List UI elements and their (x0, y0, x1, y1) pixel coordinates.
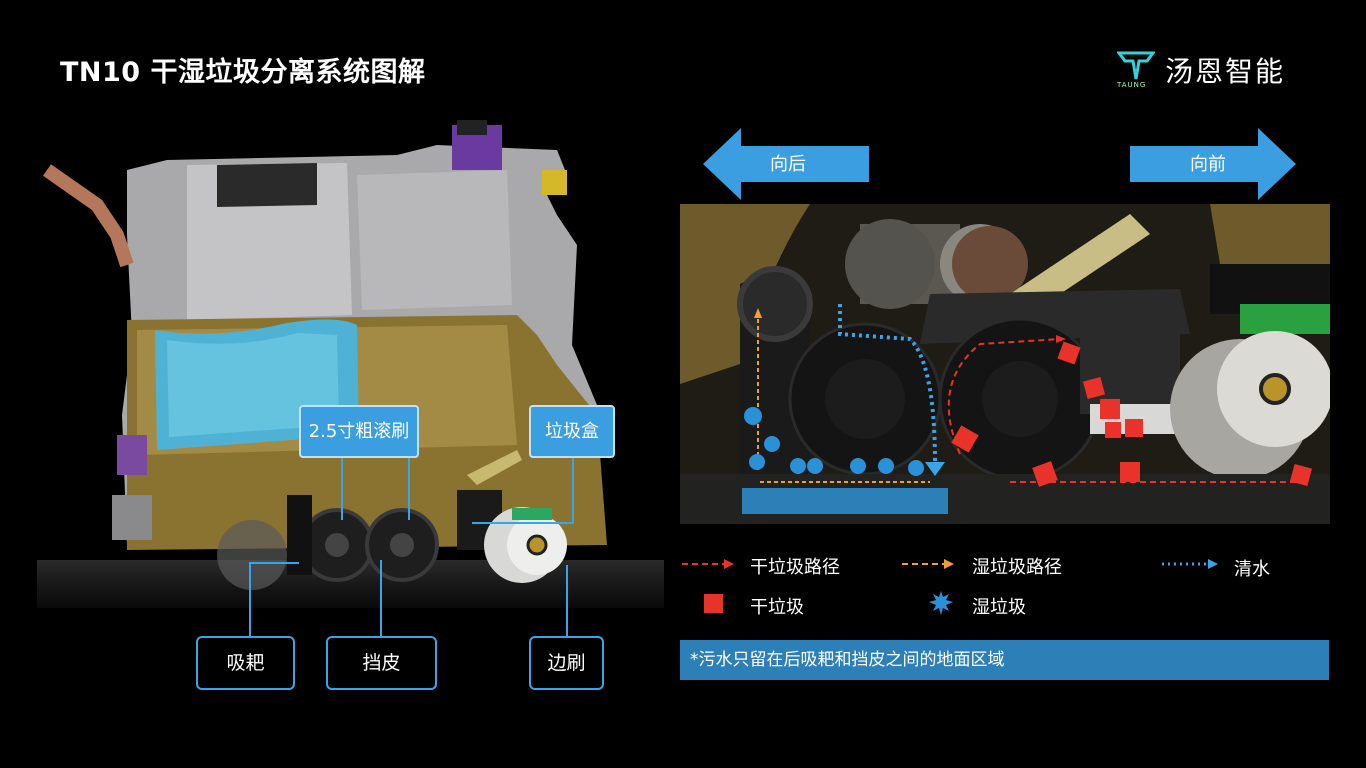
forward-arrow-icon (1130, 128, 1296, 200)
wet-debris-legend-icon (929, 591, 953, 615)
squeegee-leader-h (249, 562, 299, 564)
dust-box-leader (572, 458, 574, 524)
forward-label: 向前 (1190, 154, 1226, 175)
flap-label: 挡皮 (362, 652, 401, 674)
separation-detail-panel (680, 204, 1330, 524)
backward-label: 向后 (770, 154, 806, 175)
side-brush-label: 边刷 (547, 652, 586, 674)
side-brush-label-box: 边刷 (529, 636, 604, 690)
roller-brush-leader-right (408, 458, 410, 520)
page-title: TN10 干湿垃圾分离系统图解 (60, 57, 426, 88)
brand-logo: TAUNG 汤恩智能 (1116, 50, 1286, 90)
brand-name: 汤恩智能 (1165, 55, 1286, 88)
clean-water-legend-icon (1162, 559, 1218, 569)
taung-logo-icon: TAUNG (1116, 51, 1156, 89)
note-bar: *污水只留在后吸耙和挡皮之间的地面区域 (680, 640, 1329, 680)
roller-brush-callout: 2.5寸粗滚刷 (299, 405, 419, 458)
backward-arrow-icon (703, 128, 869, 200)
dry-path-legend-icon (682, 559, 734, 569)
wet-path-legend-label: 湿垃圾路径 (972, 557, 1062, 578)
dust-box-label: 垃圾盒 (545, 421, 599, 442)
wet-path-legend-icon (902, 559, 954, 569)
squeegee-label-box: 吸耙 (196, 636, 295, 690)
flap-leader (380, 560, 382, 636)
roller-brush-leader-left (341, 458, 343, 520)
roller-brush-label: 2.5寸粗滚刷 (308, 421, 410, 442)
dust-box-callout: 垃圾盒 (529, 405, 615, 458)
separation-detail-illustration (680, 204, 1330, 524)
side-brush-leader (566, 565, 568, 636)
dry-debris-legend-icon (704, 594, 723, 613)
dust-box-leader-h (472, 522, 573, 524)
dry-path-legend-label: 干垃圾路径 (750, 557, 840, 578)
flap-label-box: 挡皮 (326, 636, 437, 690)
squeegee-leader (249, 562, 251, 636)
machine-cutaway-illustration (42, 120, 607, 590)
dry-debris-legend-label: 干垃圾 (750, 597, 804, 618)
squeegee-label: 吸耙 (226, 652, 265, 674)
clean-water-legend-label: 清水 (1234, 559, 1270, 580)
brand-sub: TAUNG (1117, 81, 1147, 89)
wet-debris-legend-label: 湿垃圾 (972, 597, 1026, 618)
